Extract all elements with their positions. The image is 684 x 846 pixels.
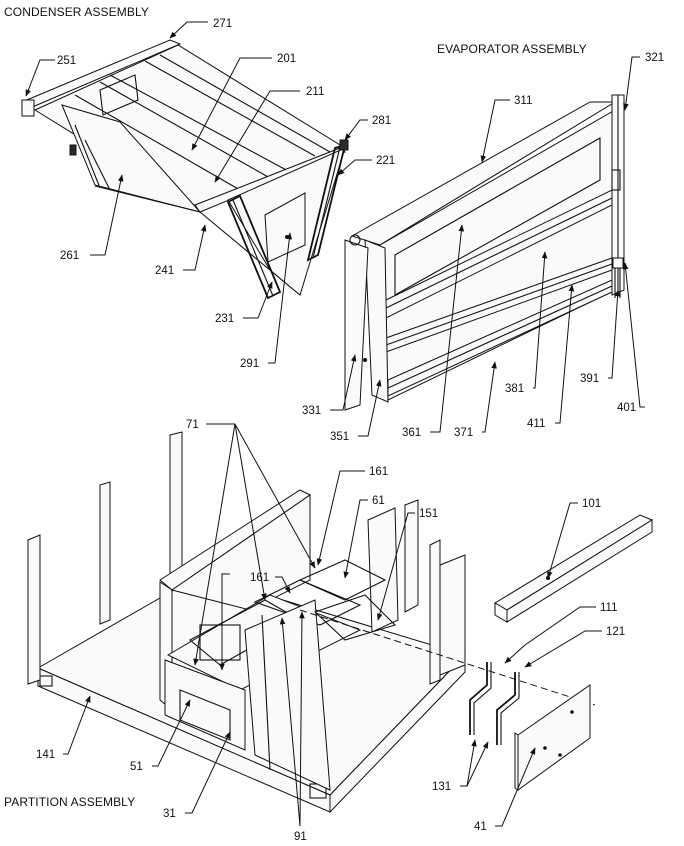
callout-labels: 271 251 201 211 281 221 261 241 231 291 … (36, 18, 664, 843)
evaporator-assembly-title: EVAPORATOR ASSEMBLY (437, 42, 587, 56)
corner-post-back-left (99, 481, 111, 625)
blower-housing-front (164, 659, 246, 751)
partition-wall-face (170, 494, 311, 611)
callout-261: 261 (60, 250, 79, 262)
callout-381: 381 (505, 383, 524, 395)
callout-321: 321 (645, 52, 664, 64)
callout-211: 211 (306, 86, 324, 98)
callout-31: 31 (163, 808, 176, 820)
callout-271: 271 (213, 18, 232, 30)
callout-151: 151 (419, 508, 438, 520)
right-side-panel (439, 554, 466, 676)
corner-post-back (169, 431, 183, 575)
callout-101: 101 (582, 498, 601, 510)
evaporator-side-cover (344, 239, 369, 411)
z-brackets (469, 662, 520, 745)
callout-231: 231 (215, 313, 234, 325)
callout-121: 121 (606, 626, 625, 638)
condenser-assembly-title: CONDENSER ASSEMBLY (4, 5, 149, 19)
callout-141: 141 (36, 749, 55, 761)
callout-391: 391 (580, 373, 599, 385)
callout-411: 411 (527, 418, 545, 430)
access-panel (514, 684, 591, 791)
callout-161-top: 161 (369, 466, 388, 478)
callout-201: 201 (277, 53, 296, 65)
callout-251: 251 (57, 55, 76, 67)
callout-311: 311 (514, 95, 532, 107)
callout-241: 241 (155, 265, 174, 277)
right-partition-panel (367, 507, 399, 633)
condenser-corner-strip (226, 194, 282, 300)
callout-91: 91 (294, 831, 307, 843)
callout-401: 401 (617, 402, 636, 414)
callout-371: 371 (454, 427, 473, 439)
callout-131: 131 (432, 781, 451, 793)
callout-41: 41 (474, 821, 487, 833)
center-divider (244, 599, 331, 791)
callout-221: 221 (376, 155, 395, 167)
evaporator-assembly (344, 94, 625, 411)
callout-331: 331 (302, 405, 321, 417)
callout-161-inner: 161 (250, 572, 269, 584)
callout-71: 71 (186, 419, 199, 431)
condenser-access-cover (264, 192, 306, 263)
top-rail-101 (494, 514, 654, 623)
condenser-assembly (21, 39, 349, 300)
callout-361: 361 (402, 427, 421, 439)
leader-lines (25, 21, 645, 827)
callout-281: 281 (372, 115, 391, 127)
callout-291: 291 (240, 358, 259, 370)
partition-assembly (27, 431, 596, 814)
callout-51: 51 (130, 761, 143, 773)
base-right-face (329, 653, 466, 814)
corner-post-right (429, 539, 441, 685)
callout-111: 111 (600, 602, 617, 614)
callout-61: 61 (372, 495, 385, 507)
callout-351: 351 (330, 431, 349, 443)
evaporator-end-plate (364, 239, 389, 403)
corner-post-left (27, 534, 41, 685)
partition-assembly-title: PARTITION ASSEMBLY (4, 795, 136, 809)
